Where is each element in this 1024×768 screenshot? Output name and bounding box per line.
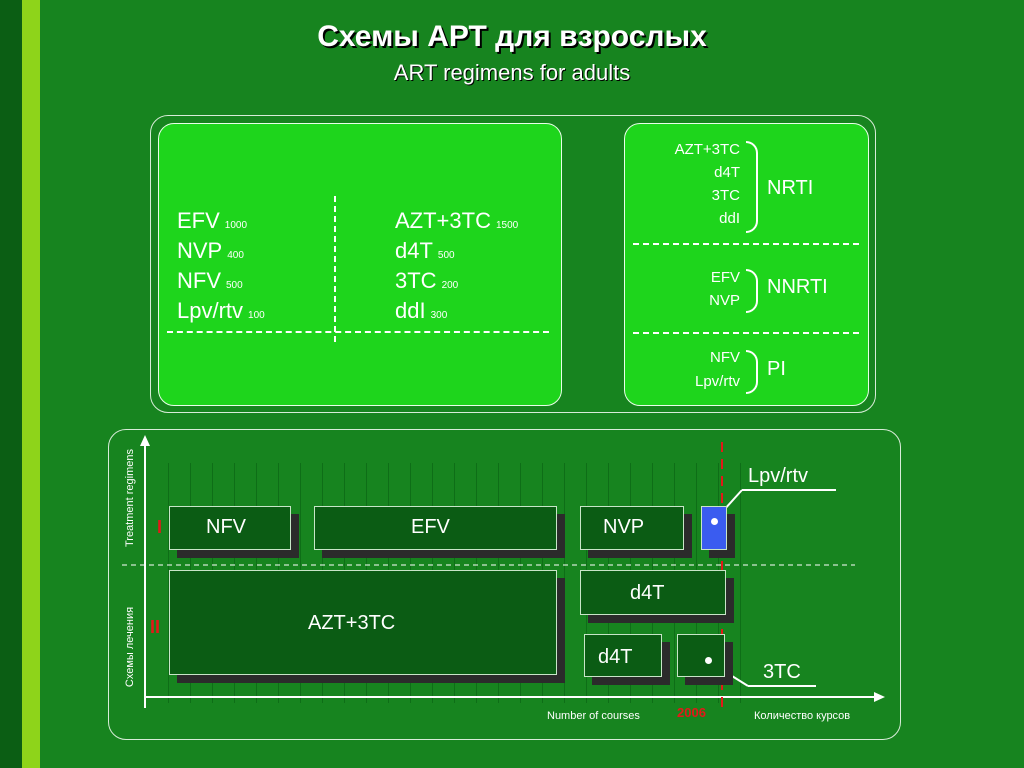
y-axis-arrow-icon	[140, 435, 150, 446]
year-label: 2006	[677, 705, 706, 720]
x-axis-arrow-icon	[874, 692, 885, 702]
x-axis-label-ru: Количество курсов	[754, 710, 851, 722]
3tc-callout-dot	[705, 657, 712, 664]
nrti-drug: d4T	[714, 164, 740, 181]
y-axis-label-ru: Схемы лечения	[124, 606, 136, 688]
grid-line	[564, 463, 565, 703]
nrti-class-label: NRTI	[767, 177, 814, 199]
y-axis-label-en: Treatment regimens	[124, 448, 136, 548]
row-1-numeral: I	[157, 517, 163, 537]
regimen-label-nvp: NVP	[603, 516, 645, 538]
nnrti-class-label: NNRTI	[767, 276, 828, 298]
grid-line	[740, 463, 741, 703]
left-stripe-light	[22, 0, 40, 768]
nnrti-drug: EFV	[710, 269, 740, 286]
horizontal-divider	[167, 331, 549, 333]
callout-3tc: 3TC	[763, 661, 801, 683]
callout-lpv-rtv: Lpv/rtv	[748, 465, 809, 487]
nrti-drug: ddI	[719, 210, 740, 227]
class-divider	[633, 332, 859, 334]
x-axis-label-en: Number of courses	[547, 710, 640, 722]
regimen-box-lpv-rtv	[701, 506, 727, 550]
regimen-box-3tc	[677, 634, 725, 677]
left-stripe-dark	[0, 0, 22, 768]
regimens-frame	[150, 115, 876, 413]
pi-class-label: PI	[767, 358, 786, 380]
grid-line	[168, 463, 169, 703]
regimen-label-d4t-upper: d4T	[630, 582, 665, 604]
regimen-box-efv	[314, 506, 557, 550]
regimen-box-d4t-upper	[580, 570, 726, 615]
slide-title: Схемы АРТ для взрослых	[317, 20, 707, 53]
nrti-drug: 3TC	[711, 187, 740, 204]
lpv-callout-dot	[711, 518, 718, 525]
regimen-box-azt-3tc	[169, 570, 557, 675]
timeline-frame	[108, 429, 901, 740]
pi-drug: NFV	[710, 349, 740, 366]
class-divider	[633, 243, 859, 245]
nnrti-drug: NVP	[709, 292, 740, 309]
regimen-label-nfv: NFV	[206, 516, 246, 538]
regimen-label-d4t-lower: d4T	[598, 646, 633, 668]
slide-subtitle: ART regimens for adults	[393, 60, 631, 85]
regimen-label-azt-3tc: AZT+3TC	[308, 612, 396, 634]
regimen-label-efv: EFV	[411, 516, 450, 538]
regimen-box-nvp	[580, 506, 684, 550]
row-2-numeral: II	[150, 617, 161, 637]
pi-drug: Lpv/rtv	[694, 373, 740, 390]
drug-class-panel: AZT+3TC d4T 3TC ddI NRTI EFV NVP NNRTI N…	[624, 123, 869, 406]
vertical-divider	[334, 196, 336, 342]
regimen-box-d4t-lower	[584, 634, 662, 677]
nrti-drug: AZT+3TC	[674, 141, 740, 158]
regimen-box-nfv	[169, 506, 291, 550]
